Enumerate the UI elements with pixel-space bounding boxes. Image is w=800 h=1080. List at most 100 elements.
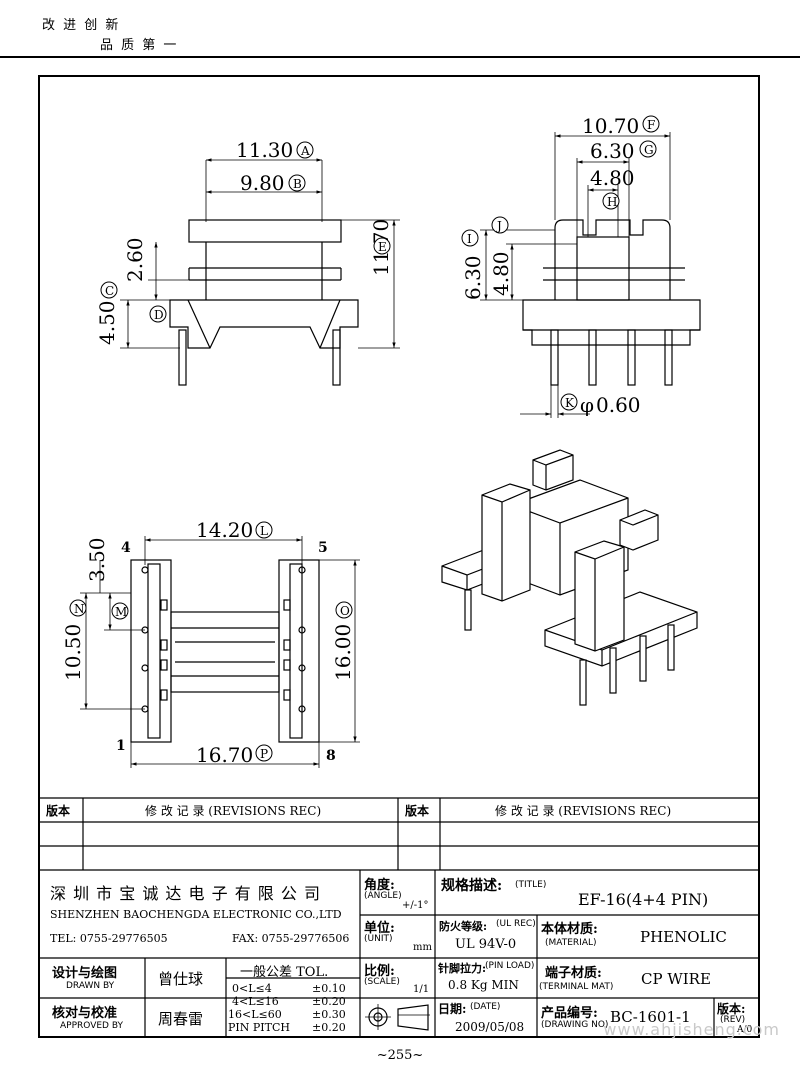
angle-tolerance: +/-1° [402,900,429,911]
callout-k: K [565,396,575,410]
dim-n-value: 10.50 [61,624,85,681]
pin-5-label: 5 [318,540,328,556]
date-label-en: (DATE) [470,1002,501,1012]
bottom-view-labels: 14.20 16.70 16.00 10.50 3.50 [61,518,355,767]
callout-c: C [105,284,114,298]
unit-label: 单位: [364,921,395,936]
side-view-dimensions [480,132,671,418]
dim-c-value: 4.50 [95,300,119,345]
slogan-line-1: 改 进 创 新 [42,18,121,33]
page-number: ~255~ [376,1048,424,1063]
callout-l: L [260,524,268,538]
pin-load-label: 针脚拉力: [438,962,487,975]
pin-1-label: 1 [116,738,126,754]
drawing-sheet [38,75,760,1038]
angle-label: 角度: [364,878,395,893]
company-tel: TEL: 0755-29776505 [50,932,168,945]
callout-d: D [154,308,164,322]
ul-label: 防火等级: [439,920,488,933]
tolerance-row-3-value: ±0.30 [312,1008,346,1021]
front-view-dimensions [120,158,400,349]
scale-value: 1/1 [413,984,430,995]
material-value: PHENOLIC [640,928,727,946]
dim-h-value: 4.80 [590,166,635,190]
tolerance-row-1-value: ±0.10 [312,982,346,995]
drawing-no-value: BC-1601-1 [610,1008,691,1026]
terminal-label-en: (TERMINAL MAT) [539,982,614,992]
scale-label-en: (SCALE) [364,977,400,987]
dim-g-value: 6.30 [590,139,635,163]
callout-i: I [467,232,472,246]
callout-f: F [647,118,655,132]
side-view-callouts: F G H I J K [461,115,660,411]
callout-o: O [340,604,350,618]
approved-by-label: 核对与校准 [52,1006,118,1021]
drawn-by-label: 设计与绘图 [52,966,118,981]
date-value: 2009/05/08 [455,1020,525,1034]
side-view [522,219,701,386]
material-label-en: (MATERIAL) [545,938,597,948]
drawn-by-label-en: DRAWN BY [66,981,115,991]
terminal-value: CP WIRE [641,970,711,988]
pin-load-value: 0.8 Kg MIN [448,978,519,992]
dim-p-value: 16.70 [196,743,253,767]
callout-p: P [260,747,268,761]
scale-label: 比例: [364,964,395,979]
dim-m-value: 3.50 [85,537,109,582]
bottom-view-pin-numbers: 4 5 1 8 [116,540,336,764]
pin-4-label: 4 [121,540,131,556]
rev-value: A/0 [737,1025,753,1035]
dim-j-value: 4.80 [489,251,513,296]
rev-label: 版本: [717,1002,746,1016]
ul-value: UL 94V-0 [455,937,517,952]
title-value: EF-16(4+4 PIN) [578,890,709,909]
dim-a-value: 11.30 [236,138,293,162]
terminal-label: 端子材质: [545,966,602,981]
rev-label-en: (REV) [720,1015,746,1025]
callout-h: H [607,195,617,209]
dim-o-value: 16.00 [331,624,355,681]
isometric-view [441,449,698,706]
rev-col3-header: 版本 [405,804,430,818]
callout-e: E [378,240,387,254]
header-rule [0,56,800,58]
bottom-view-callouts: L M N O P [69,521,353,762]
callout-a: A [300,144,310,158]
drawn-by-value: 曾仕球 [158,970,204,988]
approved-by-value: 周春雷 [158,1010,204,1028]
front-view [169,219,359,386]
dim-d-value: 2.60 [123,237,147,282]
company-name-cn: 深 圳 市 宝 诚 达 电 子 有 限 公 司 [50,884,321,903]
angle-label-en: (ANGLE) [364,891,402,901]
material-label: 本体材质: [541,922,598,937]
tolerance-row-1-range: 0<L≤4 [232,982,272,995]
tolerance-title: 一般公差 TOL. [240,965,329,980]
tolerance-row-4-range: PIN PITCH [228,1021,290,1034]
bottom-view-dimensions [80,536,360,768]
callout-b: B [293,177,302,191]
tolerance-row-4-value: ±0.20 [312,1021,346,1034]
title-label: 规格描述: [441,878,503,894]
drawing-no-label: 产品编号: [541,1006,598,1021]
tolerance-row-3-range: 16<L≤60 [228,1008,282,1021]
slogan-line-2: 品 质 第 一 [100,38,179,53]
dim-k-value: 0.60 [596,393,641,417]
dim-l-value: 14.20 [196,518,253,542]
pin-8-label: 8 [326,748,336,764]
tolerance-row-2-range: 4<L≤16 [232,995,279,1008]
watermark: www.ahjisheng.com [603,1020,780,1039]
tolerance-row-2-value: ±0.20 [312,995,346,1008]
company-fax: FAX: 0755-29776506 [232,932,350,945]
dim-f-value: 10.70 [582,114,639,138]
unit-label-en: (UNIT) [364,934,393,944]
rev-col4-header: 修 改 记 录 (REVISIONS REC) [495,804,672,818]
unit-value: mm [413,942,432,953]
date-label: 日期: [438,1002,467,1016]
drawing-no-label-en: (DRAWING NO) [541,1020,609,1030]
company-name-en: SHENZHEN BAOCHENGDA ELECTRONIC CO.,LTD [50,908,342,921]
rev-col2-header: 修 改 记 录 (REVISIONS REC) [145,804,322,818]
bottom-view [130,559,320,743]
callout-m: M [115,605,127,619]
